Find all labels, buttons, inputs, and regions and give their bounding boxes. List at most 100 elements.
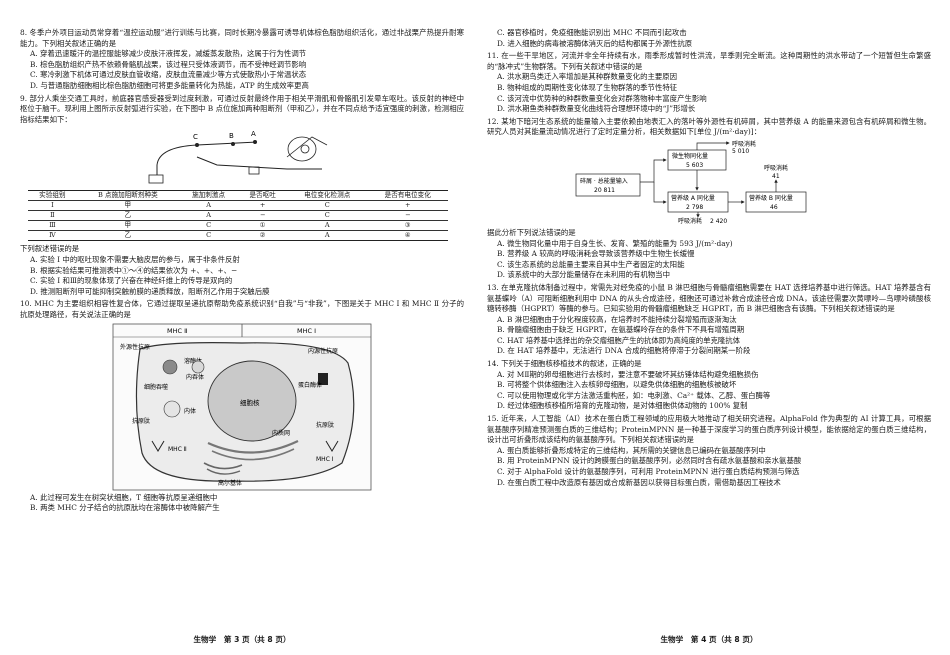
question-9-options: 下列叙述错误的是 A. 实验 I 中的呕吐现象不需要大脑皮层的参与，属于非条件反… (20, 244, 464, 297)
detritus-label: 碎屑 · 总能量输入 (580, 177, 628, 185)
level-b-label: 营养级 B 同化量 (749, 194, 793, 202)
question-stem: 15. 近年来，人工智能（AI）技术在蛋白质工程领域的应用极大地推动了相关研究进… (487, 414, 931, 445)
endocytic-label: 内吞体 (186, 373, 204, 381)
table-cell: A (287, 230, 368, 242)
table-row: Ⅱ 乙 A − C − (28, 210, 448, 222)
point-b-label: B (229, 132, 234, 140)
question-14: 14. 下列关于细胞核移植技术的叙述，正确的是 A. 对 MⅡ期的卵母细胞进行去… (487, 359, 931, 412)
level-a-resp-value: 2 420 (710, 218, 727, 225)
question-13: 13. 在单克隆抗体制备过程中，常需先对经免疫的小鼠 B 淋巴细胞与骨髓瘤细胞需… (487, 283, 931, 357)
question-10: 10. MHC 为主要组织相容性复合体，它通过提取呈递抗原帮助免疫系统识别“自我… (20, 299, 464, 320)
table-header: 是否呕吐 (238, 190, 287, 202)
question-stem: 8. 冬季户外项目运动员常穿着“温控运动服”进行训练与比赛，同时长期冷暴露可诱导… (20, 28, 464, 48)
option-c: C. 该河流中优势种的种群数量变化会对群落物种丰富度产生影响 (497, 93, 707, 103)
mhc1-molecule-icon (325, 440, 339, 452)
option-d: D. 该系统中的大部分能量储存在未利用的有机物当中 (497, 270, 670, 280)
experiment-table: 实验组别 B 点施加阻断剂种类 施加刺激点 是否呕吐 电位变化检测点 是否有电位… (28, 190, 448, 242)
table-cell: C (287, 200, 368, 212)
option-c: C. 器官移植时，免疫细胞能识别出 MHC 不同而引起攻击 (497, 28, 687, 37)
option-b: B. 两类 MHC 分子结合的抗原肽均在溶酶体中被降解产生 (30, 503, 220, 513)
peptide-label: 抗原肽 (316, 421, 334, 429)
microbe-resp-label: 呼吸消耗 (732, 140, 756, 148)
option-b: B. 棕色脂肪组织产热不依赖骨骼肌战栗，该过程只受体液调节，而不受神经调节影响 (30, 59, 307, 69)
question-11: 11. 在一些干旱地区，河流并非全年持续有水，雨季形成暂时性洪流，旱季则完全断流… (487, 51, 931, 115)
table-cell: C (287, 210, 368, 222)
level-a-value: 2 798 (686, 204, 703, 211)
option-c: C. HAT 培养基中选择出的杂交瘤细胞产生的抗体即为高纯度的单克隆抗体 (497, 335, 741, 345)
exogenous-label: 外源性抗原 (120, 343, 150, 351)
endogenous-label: 内源性抗原 (308, 347, 338, 355)
table-cell: C (178, 220, 239, 232)
question-stem: 13. 在单克隆抗体制备过程中，常需先对经免疫的小鼠 B 淋巴细胞与骨髓瘤细胞需… (487, 282, 931, 314)
level-b-resp-value: 41 (772, 173, 780, 180)
option-b: B. 可将整个供体细胞注入去核卵母细胞，以避免供体细胞的细胞核被破坏 (497, 380, 737, 390)
golgi-label: 高尔基体 (218, 479, 242, 487)
phagosome-label: 细胞吞噬 (144, 383, 168, 391)
exam-page-4: C. 器官移植时，免疫细胞能识别出 MHC 不同而引起攻击 D. 进入细胞的病毒… (487, 28, 931, 644)
option-b: B. 根据实验结果可推测表中①～④的结果依次为 +、+、+、− (30, 265, 238, 275)
option-a: A. B 淋巴细胞由于分化程度较高，在培养时不能持续分裂增殖而逐渐淘汰 (497, 314, 737, 324)
page-footer: 生物学 第 4 页（共 8 页） (660, 635, 758, 645)
level-a-label: 营养级 A 同化量 (671, 194, 715, 202)
table-cell: 甲 (76, 220, 179, 232)
proteasome-label: 蛋白酶体 (298, 381, 322, 389)
option-d: D. 洪水期鱼类种群数量变化曲线符合理想环境中的“J”形增长 (497, 104, 696, 114)
question-stem: 12. 某地下暗河生态系统的能量输入主要依赖由地表汇入的落叶等外源性有机碎屑，其… (487, 116, 931, 137)
option-b: B. 用 ProteinMPNN 设计的跨膜蛋白的氨基酸序列，必然同时含有疏水氨… (497, 456, 802, 466)
option-d: D. 经过体细胞核移植所培育的克隆动物，是对体细胞供体动物的 100% 复制 (497, 401, 748, 411)
option-a: A. 穿着迅速暖汗的温控服能够减少皮肤汗液挥发，减缓蒸发散热，这属于行为性调节 (30, 49, 307, 59)
option-c: C. 对于 AlphaFold 设计的氨基酸序列，可利用 ProteinMPNN… (497, 467, 800, 476)
table-header: 施加刺激点 (178, 190, 239, 202)
table-cell: A (287, 220, 368, 232)
question-9: 9. 部分人乘坐交通工具时，前庭器官感受器受到过度刺激，可通过反射最终作用于相关… (20, 94, 464, 126)
option-d: D. 与普通脂肪细胞相比棕色脂肪细胞可将更多能量转化为热能，ATP 的生成效率更… (30, 80, 309, 90)
mhc1-label: MHC Ⅰ (316, 456, 334, 463)
table-cell: ④ (367, 230, 448, 242)
table-cell: A (178, 210, 239, 222)
point-c-label: C (193, 133, 198, 141)
question-10-options: A. 此过程可发生在树突状细胞，T 细胞等抗原呈递细胞中 B. 两类 MHC 分… (20, 493, 464, 514)
er-label: 内质网 (272, 429, 290, 437)
option-a: A. 此过程可发生在树突状细胞，T 细胞等抗原呈递细胞中 (30, 492, 218, 502)
table-row: Ⅳ 乙 C ② A ④ (28, 230, 448, 242)
table-row: Ⅰ 甲 A + C + (28, 200, 448, 212)
endosome-label: 内体 (184, 407, 196, 415)
question-stem: 下列叙述错误的是 (20, 244, 80, 254)
golgi-shape (203, 461, 243, 469)
option-c: C. 可以使用物理或化学方法激活重构胚，如：电刺激、Ca²⁺ 载体、乙醇、蛋白酶… (497, 390, 771, 400)
option-c: C. 该生态系统的总能量主要来自其中生产者固定的太阳能 (497, 259, 685, 269)
table-cell: ② (238, 230, 287, 242)
question-10-continued: C. 器官移植时，免疫细胞能识别出 MHC 不同而引起攻击 D. 进入细胞的病毒… (487, 28, 931, 49)
table-cell: Ⅰ (28, 200, 77, 212)
table-cell: − (238, 210, 287, 222)
table-header: 实验组别 (28, 190, 77, 202)
mhc1-region-label: MHC Ⅰ (297, 327, 316, 335)
question-stem: 11. 在一些干旱地区，河流并非全年持续有水，雨季形成暂时性洪流，旱季则完全断流… (487, 51, 931, 71)
question-12: 12. 某地下暗河生态系统的能量输入主要依赖由地表汇入的落叶等外源性有机碎屑，其… (487, 117, 931, 138)
microbe-value: 5 603 (686, 162, 703, 169)
table-cell: Ⅳ (28, 230, 77, 242)
reflex-arc-diagram: C B A (148, 130, 328, 184)
table-cell: 甲 (76, 200, 179, 212)
option-c: C. 寒冷刺激下机体可通过皮肤血管收缩，皮肤血流量减少等方式使散热小于常温状态 (30, 70, 307, 80)
lysosome-label: 溶酶体 (184, 357, 202, 365)
effector-box (148, 174, 164, 184)
option-d: D. 在 HAT 培养基中，无法进行 DNA 合成的细胞将停滞于分裂间期某一阶段 (497, 346, 751, 356)
level-a-resp-label: 呼吸消耗 (678, 217, 702, 225)
er-shape (207, 439, 299, 454)
antigen-peptide-label: 抗原肽 (132, 417, 150, 425)
option-b: B. 营养级 A 较高的呼吸消耗会导致该营养级中生物生长缓慢 (497, 249, 695, 259)
point-a-label: A (251, 130, 256, 138)
question-stem: 14. 下列关于细胞核移植技术的叙述，正确的是 (487, 359, 642, 369)
nucleus-label: 细胞核 (240, 398, 260, 407)
option-c: C. 实验 I 和Ⅲ的现象体现了兴奋在神经纤维上的传导是双向的 (30, 276, 233, 286)
detritus-box (575, 173, 641, 197)
question-stem: 10. MHC 为主要组织相容性复合体，它通过提取呈递抗原帮助免疫系统识别“自我… (20, 299, 464, 319)
table-cell: + (367, 200, 448, 212)
question-12-options: 据此分析下列说法错误的是 A. 微生物同化量中用于自身生长、发育、繁殖的能量为 … (487, 228, 931, 281)
table-cell: Ⅲ (28, 220, 77, 232)
exam-page-3: 8. 冬季户外项目运动员常穿着“温控运动服”进行训练与比赛，同时长期冷暴露可诱导… (20, 28, 464, 644)
option-a: A. 洪水期鸟类迁入率增加是其种群数量变化的主要原因 (497, 72, 678, 82)
page-footer: 生物学 第 3 页（共 8 页） (193, 635, 291, 645)
option-a: A. 实验 I 中的呕吐现象不需要大脑皮层的参与，属于非条件反射 (30, 254, 240, 264)
